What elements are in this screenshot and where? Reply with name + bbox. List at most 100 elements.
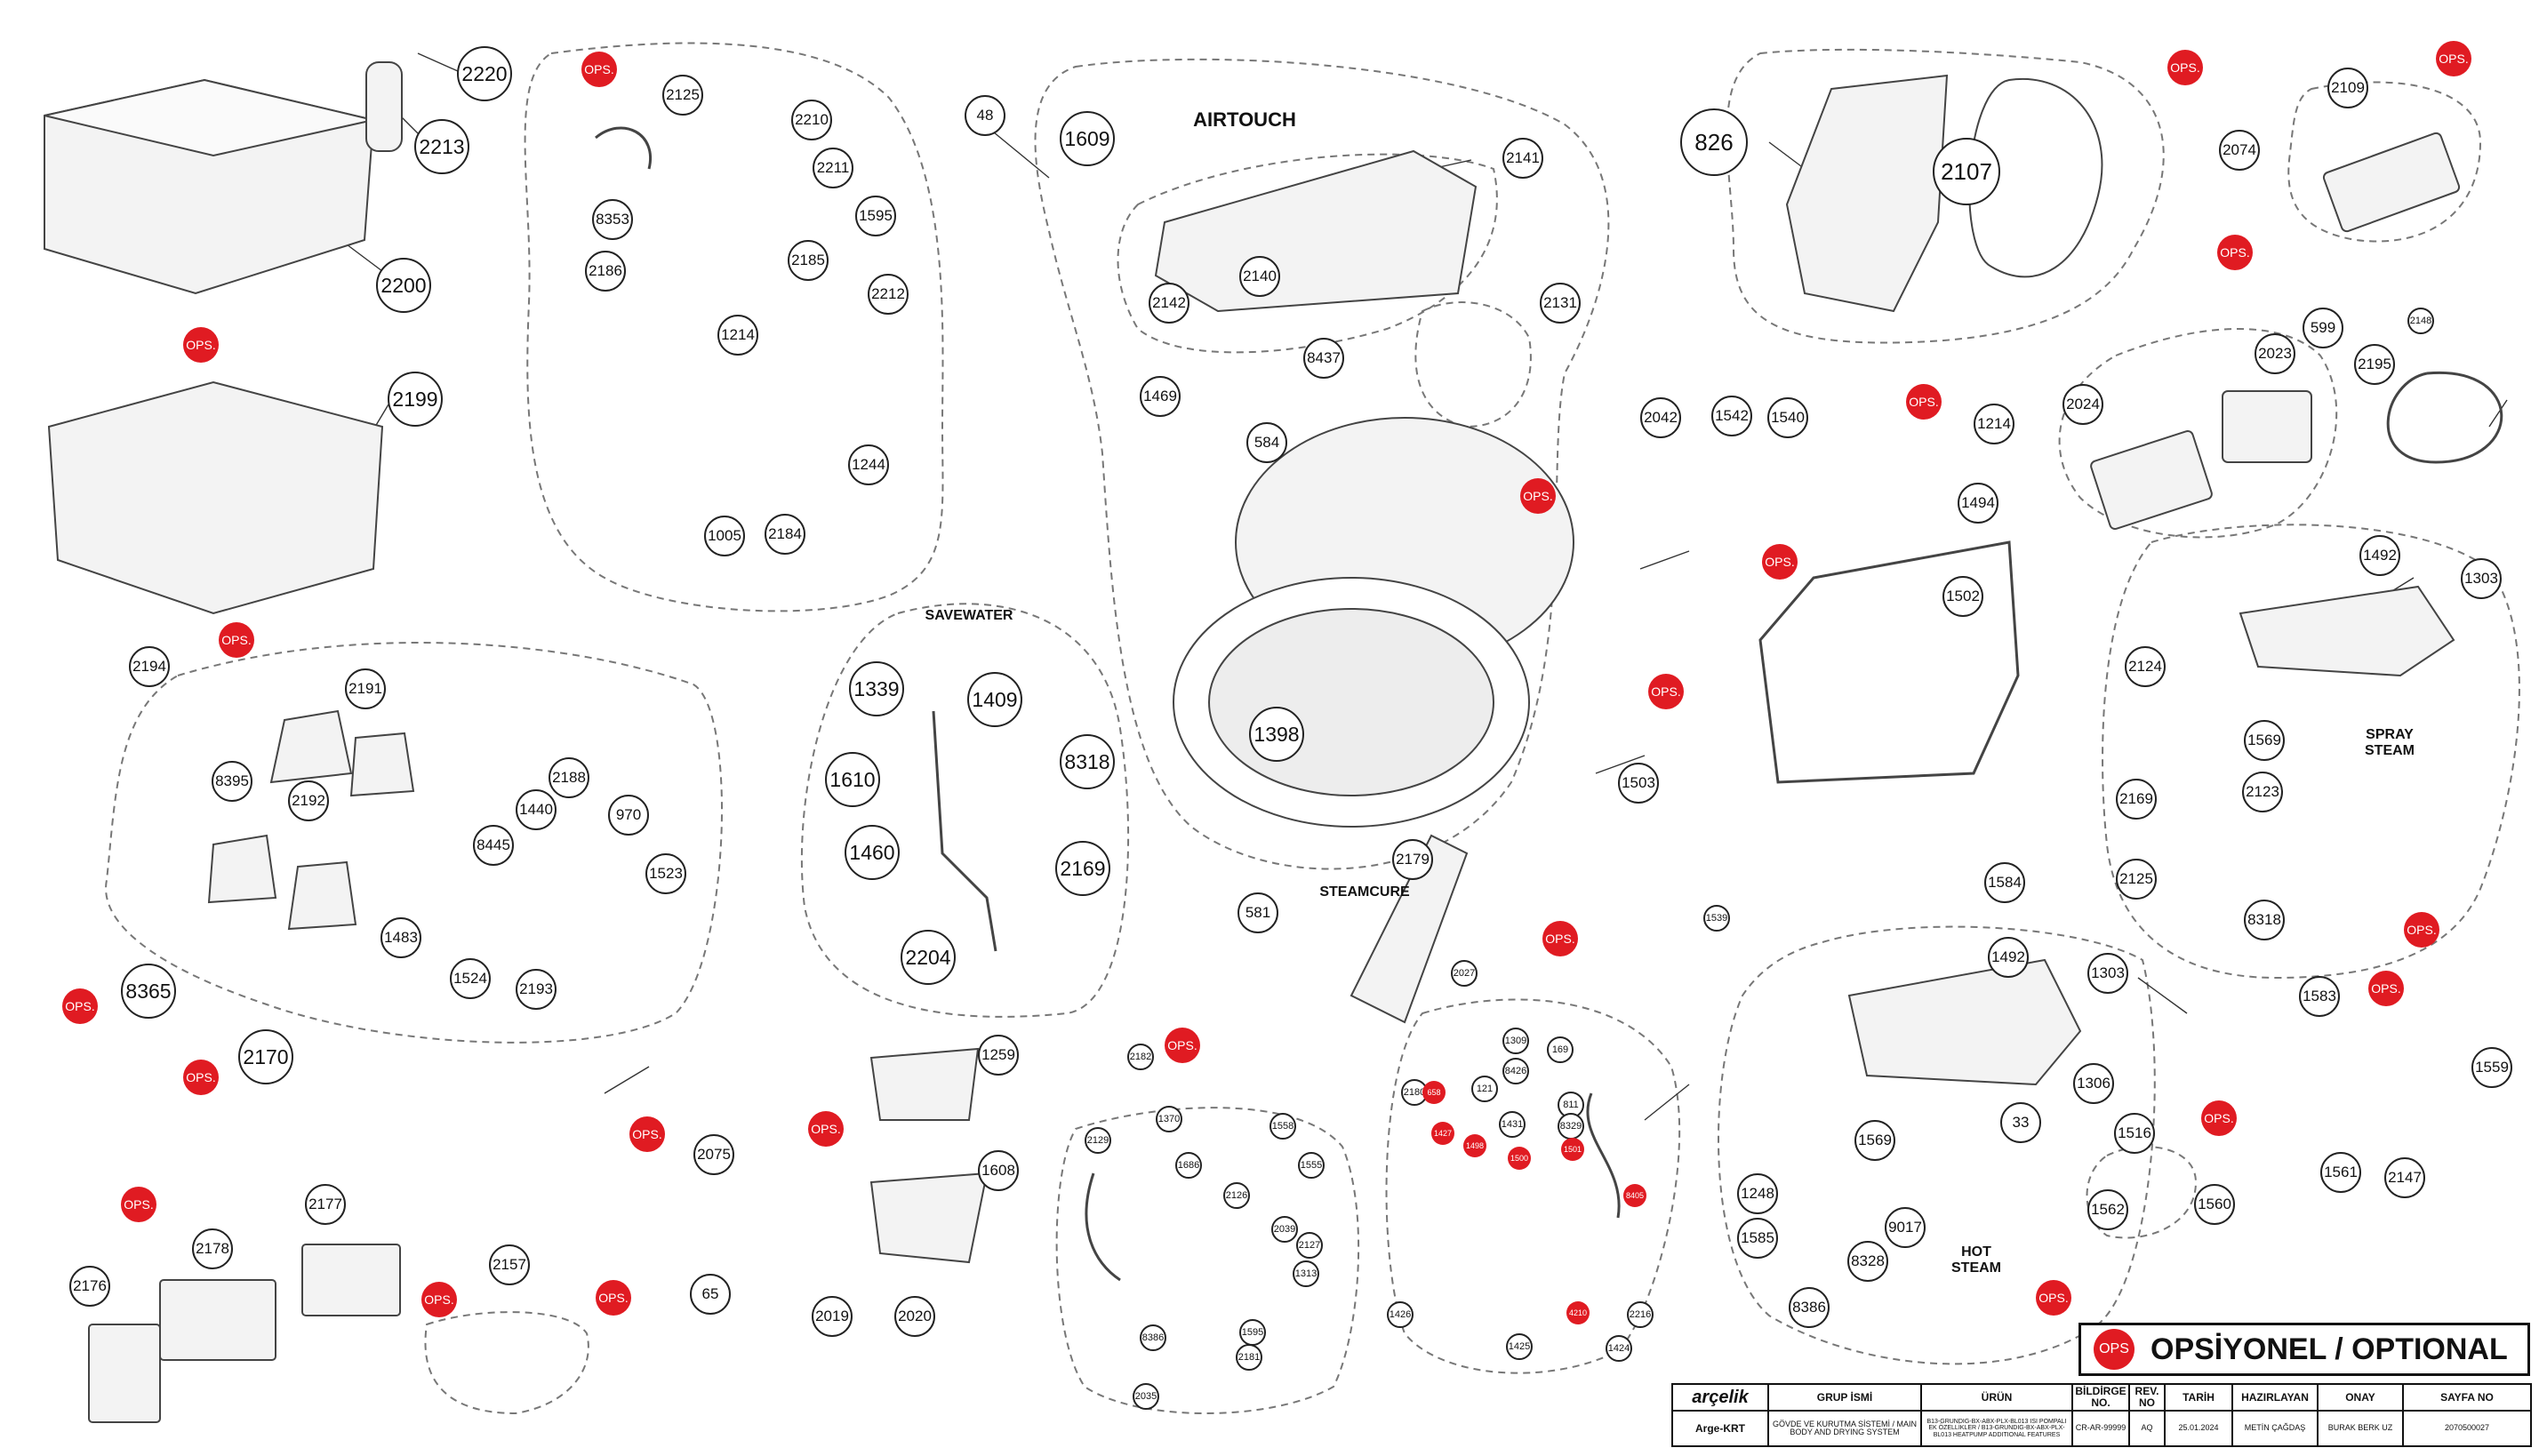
part-label: 1562 <box>2087 1189 2128 1230</box>
part-label: 1609 <box>1060 111 1115 166</box>
header-date: TARİH <box>2164 1383 2233 1412</box>
optional-part-mark: 658 <box>1422 1081 1446 1104</box>
part-label: 1440 <box>516 789 557 830</box>
logo-sub: Arge-KRT <box>1671 1410 1769 1447</box>
part-label: 1303 <box>2087 953 2128 994</box>
group-outline-drawer-parts <box>105 642 724 1044</box>
part-label: 1339 <box>849 661 904 716</box>
part-label: 2216 <box>1627 1301 1654 1328</box>
part-label: 1610 <box>825 752 880 807</box>
part-label: 599 <box>2303 308 2343 348</box>
part-label: 2186 <box>585 251 626 292</box>
ops-marker: OPS. <box>1648 674 1684 709</box>
part-label: 2184 <box>765 514 805 555</box>
part-label: 2204 <box>901 930 956 985</box>
section-title-spray-steam: SPRAY STEAM <box>2365 727 2415 758</box>
part-label: 1503 <box>1618 763 1659 804</box>
part-label: 2020 <box>894 1296 935 1337</box>
part-label: 581 <box>1237 892 1278 933</box>
part-label: 1469 <box>1140 376 1181 417</box>
group-outline-water-tank <box>524 42 944 612</box>
part-label: 1559 <box>2471 1047 2512 1088</box>
part-label: 1244 <box>848 444 889 485</box>
part-label: 2220 <box>457 46 512 101</box>
part-label: 2039 <box>1271 1216 1298 1243</box>
logo: arçelik <box>1671 1383 1769 1412</box>
ops-marker: OPS. <box>581 52 617 87</box>
optional-part-mark: 1500 <box>1508 1147 1531 1170</box>
part-label: 1426 <box>1387 1301 1414 1328</box>
ops-marker: OPS. <box>1762 544 1798 580</box>
part-label: 2188 <box>549 757 589 798</box>
part-label: 8386 <box>1140 1324 1166 1351</box>
prepared-by: METİN ÇAĞDAŞ <box>2231 1410 2319 1447</box>
part-label: 2170 <box>238 1029 293 1084</box>
part-label: 1492 <box>2359 535 2400 576</box>
part-label: 2176 <box>69 1266 110 1307</box>
ops-marker: OPS. <box>183 327 219 363</box>
ops-marker: OPS. <box>2167 50 2203 85</box>
header-product: ÜRÜN <box>1920 1383 2073 1412</box>
part-label: 1259 <box>978 1035 1019 1076</box>
part-label: 1686 <box>1175 1152 1202 1179</box>
section-title-hot-steam: HOT STEAM <box>1951 1244 2001 1276</box>
part-label: 1561 <box>2320 1152 2361 1193</box>
part-label: 1542 <box>1711 396 1752 436</box>
group-outline-electronics-1 <box>2287 81 2482 243</box>
part-label: 1214 <box>717 315 758 356</box>
ops-marker: OPS. <box>2217 235 2253 270</box>
part-label: 1483 <box>380 917 421 958</box>
optional-part-mark: 1427 <box>1431 1122 1454 1145</box>
ops-marker: OPS. <box>2201 1100 2237 1136</box>
part-label: 2195 <box>2354 344 2395 385</box>
part-label: 2074 <box>2219 130 2260 171</box>
part-label: 1313 <box>1293 1260 1319 1287</box>
part-label: 2210 <box>791 100 832 140</box>
part-label: 2140 <box>1239 256 1280 297</box>
part-label: 2194 <box>129 646 170 687</box>
part-label: 1425 <box>1506 1333 1533 1360</box>
legend-badge: OPS <box>2094 1329 2135 1370</box>
legend-text: OPSİYONEL / OPTIONAL <box>2151 1332 2508 1366</box>
header-page: SAYFA NO <box>2402 1383 2532 1412</box>
part-label: 1398 <box>1249 707 1304 762</box>
group-outline-small-bracket <box>1414 301 1532 428</box>
part-label: 1569 <box>2244 720 2285 761</box>
group-outline-pump <box>1055 1107 1360 1414</box>
group-name: GÖVDE VE KURUTMA SİSTEMİ / MAIN BODY AND… <box>1767 1410 1922 1447</box>
part-label: 2147 <box>2384 1157 2425 1198</box>
part-label: 2148 <box>2407 308 2434 334</box>
header-rev: REV. NO <box>2128 1383 2166 1412</box>
part-label: 1494 <box>1958 483 1998 524</box>
part-label: 2169 <box>2116 779 2157 820</box>
part-label: 2182 <box>1127 1044 1154 1070</box>
part-label: 121 <box>1471 1076 1498 1102</box>
ops-marker: OPS. <box>1520 478 1556 514</box>
rev-no: AQ <box>2128 1410 2166 1447</box>
part-label: 1540 <box>1767 397 1808 438</box>
product-name: B13-GRUNDIG-BX-ABX-PLX-BL013 ISI POMPALI… <box>1920 1410 2073 1447</box>
ops-marker: OPS. <box>2436 41 2471 76</box>
part-label: 2042 <box>1640 397 1681 438</box>
part-label: 2125 <box>662 75 703 116</box>
part-label: 8445 <box>473 825 514 866</box>
part-label: 2141 <box>1502 138 1543 179</box>
optional-part-mark: 4210 <box>1566 1301 1590 1324</box>
group-outline-spray-steam <box>2102 524 2520 980</box>
part-label: 2169 <box>1055 841 1110 896</box>
ops-marker: OPS. <box>219 622 254 658</box>
part-label: 2178 <box>192 1228 233 1269</box>
optional-part-mark: 1498 <box>1463 1134 1486 1157</box>
part-label: 8329 <box>1558 1113 1584 1140</box>
part-label: 1560 <box>2194 1184 2235 1225</box>
part-label: 2035 <box>1133 1383 1159 1410</box>
part-label: 2126 <box>1223 1182 1250 1209</box>
header-prepared: HAZIRLAYAN <box>2231 1383 2319 1412</box>
section-title-savewater: SAVEWATER <box>925 608 1013 623</box>
part-label: 1214 <box>1974 404 2014 444</box>
part-label: 8437 <box>1303 338 1344 379</box>
part-label: 2131 <box>1540 283 1581 324</box>
part-label: 2107 <box>1933 138 2000 205</box>
part-label: 8395 <box>212 761 252 802</box>
